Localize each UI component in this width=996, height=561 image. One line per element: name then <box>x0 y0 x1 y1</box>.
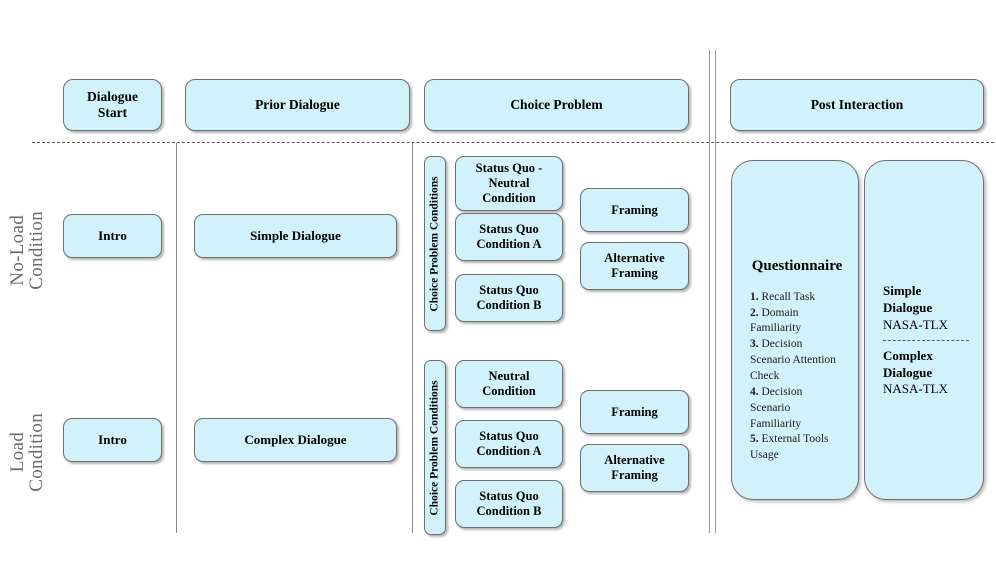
no-load-condition-3-label: Status Quo Condition B <box>476 283 542 312</box>
nasa-tlx-group-simple: Simple Dialogue NASA-TLX <box>883 283 971 334</box>
questionnaire-item-text: Domain Familiarity <box>750 306 802 335</box>
questionnaire-item-text: External Tools Usage <box>750 433 829 462</box>
load-condition-box-1[interactable]: Neutral Condition <box>455 360 563 408</box>
questionnaire-title: Questionnaire <box>751 258 843 274</box>
no-load-condition-box-3[interactable]: Status Quo Condition B <box>455 274 563 322</box>
load-condition-2-label: Status Quo Condition A <box>476 429 542 458</box>
stage-prior-dialogue-label: Prior Dialogue <box>255 97 340 113</box>
vertical-separator-2 <box>412 143 413 533</box>
questionnaire-panel[interactable]: Questionnaire 1. Recall Task 2. Domain F… <box>731 160 859 500</box>
no-load-condition-box-2[interactable]: Status Quo Condition A <box>455 213 563 261</box>
nasa-tlx-simple-dialogue-label: Simple Dialogue <box>883 283 933 315</box>
load-condition-1-label: Neutral Condition <box>482 369 536 398</box>
questionnaire-item-number: 4. <box>750 385 759 398</box>
nasa-tlx-divider <box>883 339 969 341</box>
questionnaire-content: Questionnaire 1. Recall Task 2. Domain F… <box>736 163 854 464</box>
stage-post-interaction[interactable]: Post Interaction <box>730 79 984 131</box>
row-label-no-load-line2: Condition <box>26 210 47 290</box>
stage-dialogue-start[interactable]: Dialogue Start <box>63 79 162 131</box>
load-condition-box-3[interactable]: Status Quo Condition B <box>455 480 563 528</box>
nasa-tlx-complex-dialogue-label: Complex Dialogue <box>883 347 933 380</box>
questionnaire-item: 2. Domain Familiarity <box>750 306 844 338</box>
no-load-alternative-framing-box[interactable]: Alternative Framing <box>580 242 689 290</box>
no-load-condition-1-label: Status Quo - Neutral Condition <box>475 161 543 205</box>
no-load-framing-label: Framing <box>611 202 658 217</box>
nasa-tlx-content: Simple Dialogue NASA-TLX Complex Dialogu… <box>869 163 979 398</box>
load-framing-label: Framing <box>611 404 658 419</box>
load-alternative-framing-box[interactable]: Alternative Framing <box>580 444 689 492</box>
load-conditions-tab-label: Choice Problem Conditions <box>429 379 441 516</box>
questionnaire-item-number: 3. <box>750 338 759 351</box>
load-choice-problem-conditions-tab[interactable]: Choice Problem Conditions <box>424 360 446 535</box>
questionnaire-item-list: 1. Recall Task 2. Domain Familiarity 3. … <box>750 290 844 464</box>
no-load-conditions-tab-label: Choice Problem Conditions <box>429 175 441 312</box>
vertical-separator-1 <box>176 143 177 533</box>
no-load-alternative-framing-label: Alternative Framing <box>604 251 665 280</box>
questionnaire-item: 5. External Tools Usage <box>750 432 844 464</box>
questionnaire-item-text: Decision Scenario Familiarity <box>750 385 803 430</box>
nasa-tlx-complex-measure-label: NASA-TLX <box>883 381 948 397</box>
questionnaire-item: 4. Decision Scenario Familiarity <box>750 385 844 433</box>
questionnaire-item-number: 5. <box>750 433 759 446</box>
row-label-no-load-line1: No-Load <box>7 214 28 286</box>
load-prior-dialogue-box[interactable]: Complex Dialogue <box>194 418 397 462</box>
no-load-choice-problem-conditions-tab[interactable]: Choice Problem Conditions <box>424 156 446 331</box>
load-framing-box[interactable]: Framing <box>580 390 689 434</box>
load-intro-box[interactable]: Intro <box>63 418 162 462</box>
row-label-load-condition: Load Condition <box>2 392 52 512</box>
row-label-load-line2: Condition <box>26 412 47 492</box>
nasa-tlx-simple-measure-label: NASA-TLX <box>883 316 948 332</box>
questionnaire-item-text: Recall Task <box>761 290 816 303</box>
load-prior-dialogue-label: Complex Dialogue <box>244 432 347 448</box>
no-load-condition-box-1[interactable]: Status Quo - Neutral Condition <box>455 156 563 211</box>
questionnaire-item: 1. Recall Task <box>750 290 844 306</box>
stage-choice-problem[interactable]: Choice Problem <box>424 79 689 131</box>
questionnaire-item-number: 2. <box>750 306 759 319</box>
stage-choice-problem-label: Choice Problem <box>510 97 603 113</box>
no-load-framing-box[interactable]: Framing <box>580 188 689 232</box>
row-label-no-load-condition: No-Load Condition <box>2 190 52 310</box>
nasa-tlx-group-complex: Complex Dialogue NASA-TLX <box>883 348 971 399</box>
row-label-load-line1: Load <box>7 431 28 473</box>
stage-prior-dialogue[interactable]: Prior Dialogue <box>185 79 410 131</box>
no-load-condition-2-label: Status Quo Condition A <box>476 222 542 251</box>
no-load-intro-box[interactable]: Intro <box>63 214 162 258</box>
horizontal-dashed-separator <box>32 142 994 143</box>
stage-post-interaction-label: Post Interaction <box>810 97 904 113</box>
no-load-prior-dialogue-box[interactable]: Simple Dialogue <box>194 214 397 258</box>
questionnaire-item-text: Decision Scenario Attention Check <box>750 338 836 382</box>
questionnaire-item: 3. Decision Scenario Attention Check <box>750 337 844 385</box>
load-alternative-framing-label: Alternative Framing <box>604 453 665 482</box>
no-load-intro-label: Intro <box>98 228 127 244</box>
load-intro-label: Intro <box>98 432 127 448</box>
vertical-double-separator <box>709 50 719 533</box>
load-condition-box-2[interactable]: Status Quo Condition A <box>455 420 563 468</box>
load-condition-3-label: Status Quo Condition B <box>476 489 542 518</box>
nasa-tlx-panel[interactable]: Simple Dialogue NASA-TLX Complex Dialogu… <box>864 160 984 500</box>
questionnaire-item-number: 1. <box>750 290 759 303</box>
no-load-prior-dialogue-label: Simple Dialogue <box>250 228 341 244</box>
stage-dialogue-start-label: Dialogue Start <box>86 89 138 120</box>
